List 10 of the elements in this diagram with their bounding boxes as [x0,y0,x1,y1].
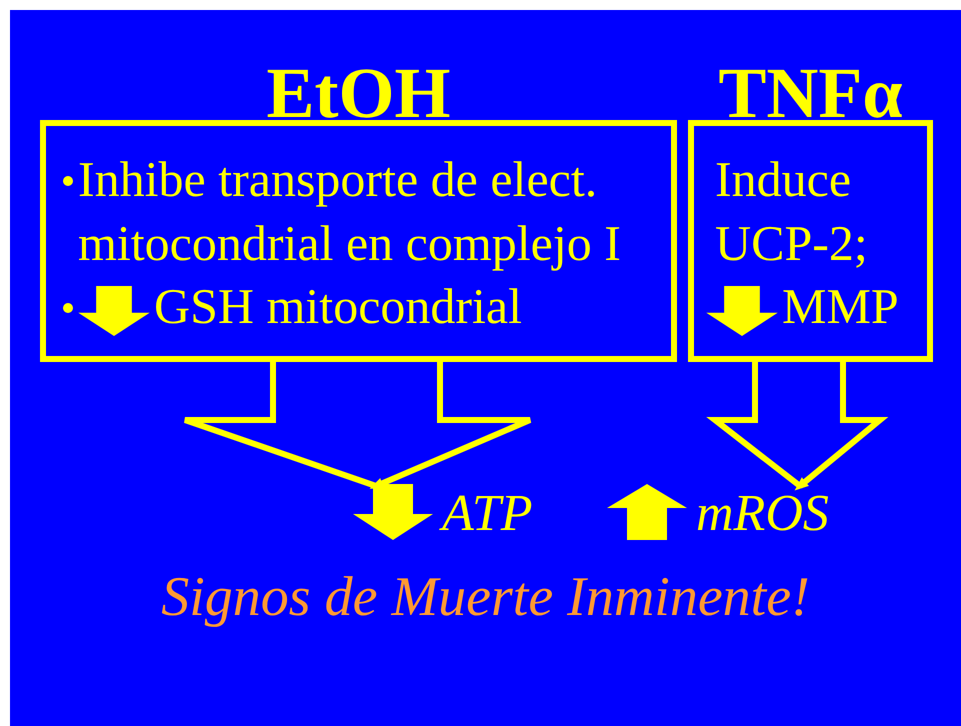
box-heading: TNFα [717,55,904,131]
result-text: mROS [696,484,829,544]
bullet-text: Induce UCP-2; [715,150,869,273]
bullet-text: MMP [782,277,900,336]
bullet-text: Inhibe transporte de elect. mitocondrial en complejo I [78,150,622,273]
block-arrow [706,359,888,490]
bullet-text: GSH mitocondrial [154,277,524,336]
conclusion-text: Signos de Muerte Inminente! [160,565,811,629]
block-arrow [182,359,533,489]
box-heading: EtOH [265,55,452,131]
